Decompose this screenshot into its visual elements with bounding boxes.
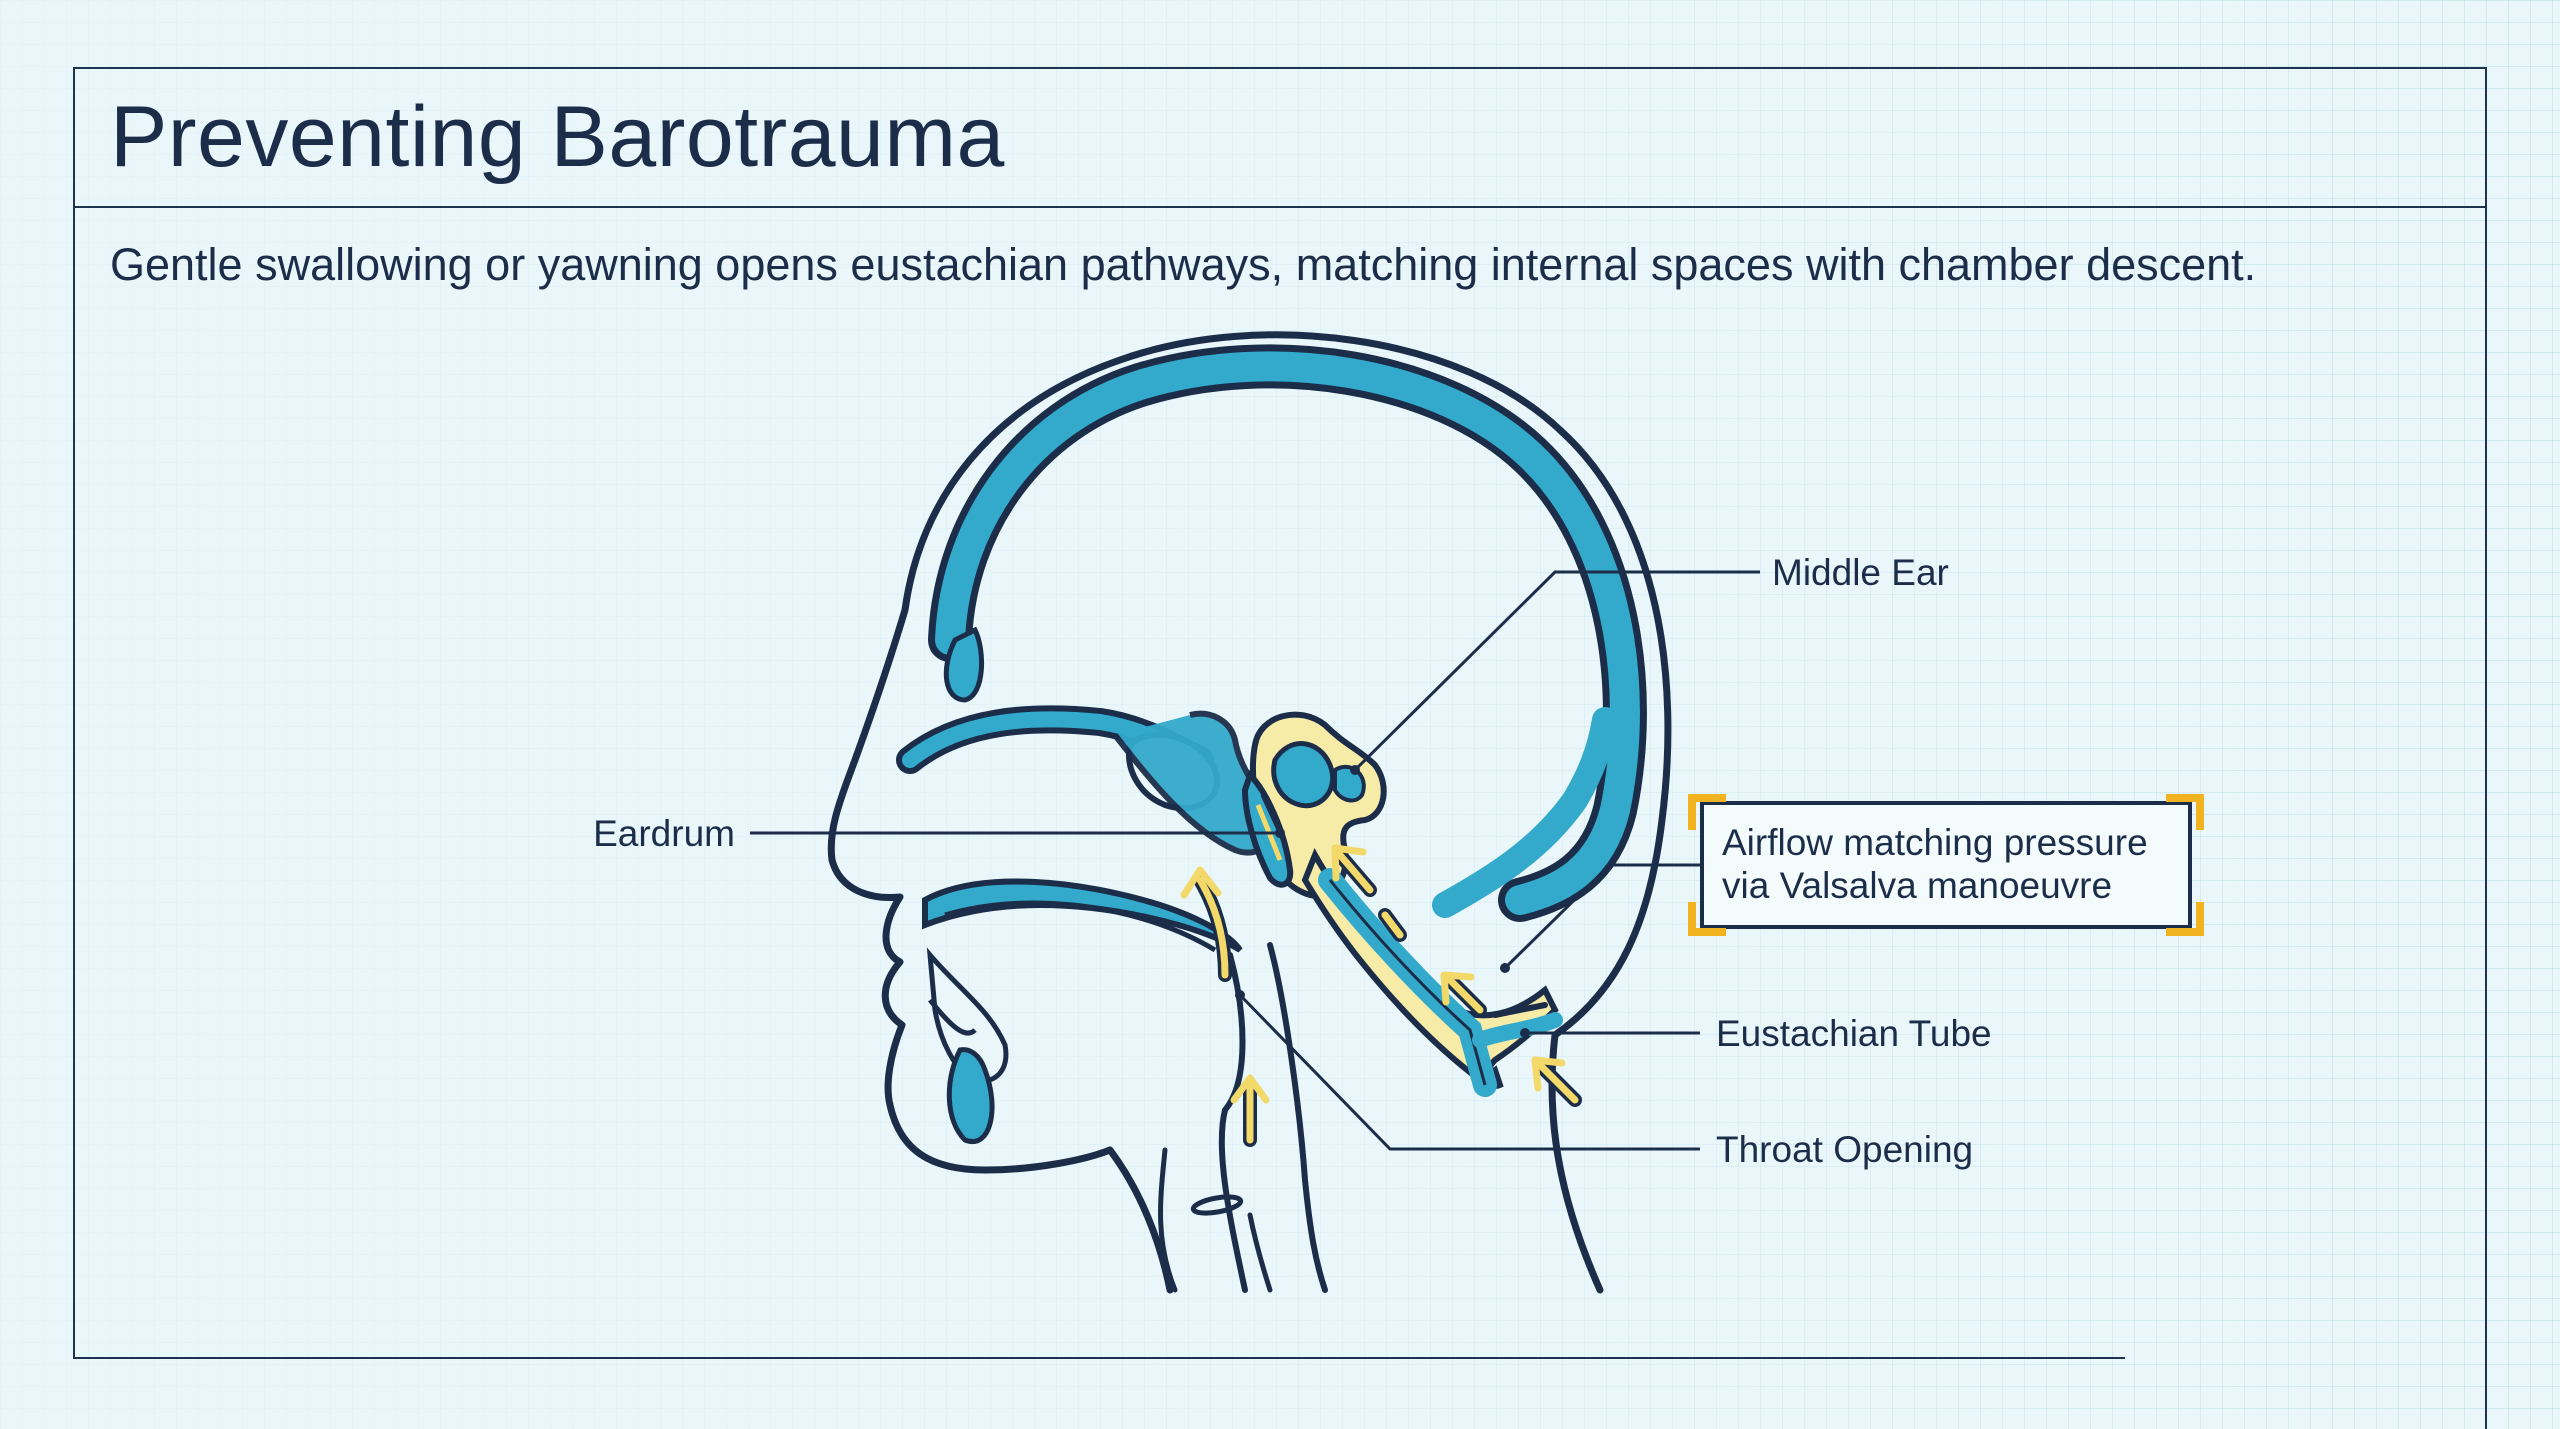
throat-opening-label: Throat Opening [1716,1129,1973,1170]
uvula [946,1047,995,1145]
leader-lines [750,570,1760,1151]
nasal-cavity [896,626,1276,953]
frame-border-bottom [73,1357,2125,1359]
callout-bracket [2166,794,2204,830]
eustachian-tube-label: Eustachian Tube [1716,1013,1992,1054]
head-outline [827,331,1672,1294]
middle-ear-label: Middle Ear [1772,552,1949,593]
frame-border-top [73,67,2487,69]
subtitle: Gentle swallowing or yawning opens eusta… [110,239,2257,290]
callout-bracket [1688,794,1726,830]
frame-border-right [2485,67,2487,1429]
pharynx [1158,942,1328,1293]
frame-border-left [73,67,75,1359]
callout-line-2: via Valsalva manoeuvre [1722,865,2112,906]
callout-bracket [1688,902,1726,936]
frontal-sinus [943,626,985,703]
leader-throat-opening [1238,993,1700,1151]
callout-bracket [2166,902,2204,936]
callout-line-1: Airflow matching pressure [1722,822,2148,863]
skull-base-blue [1432,707,1618,918]
callout-box [1700,801,2192,929]
eardrum-label: Eardrum [593,813,735,854]
title-divider [73,206,2487,208]
leader-callout [1503,863,1700,970]
mouth [926,947,1009,1145]
ear-structures [1241,711,1563,1097]
page-title: Preventing Barotrauma [110,89,1005,185]
palate [922,878,1243,953]
leader-middle-ear [1353,570,1760,772]
airflow-arrows [1180,844,1582,1147]
valsalva-callout: Airflow matching pressure via Valsalva m… [1688,794,2204,936]
epiglottis [1190,1194,1244,1216]
